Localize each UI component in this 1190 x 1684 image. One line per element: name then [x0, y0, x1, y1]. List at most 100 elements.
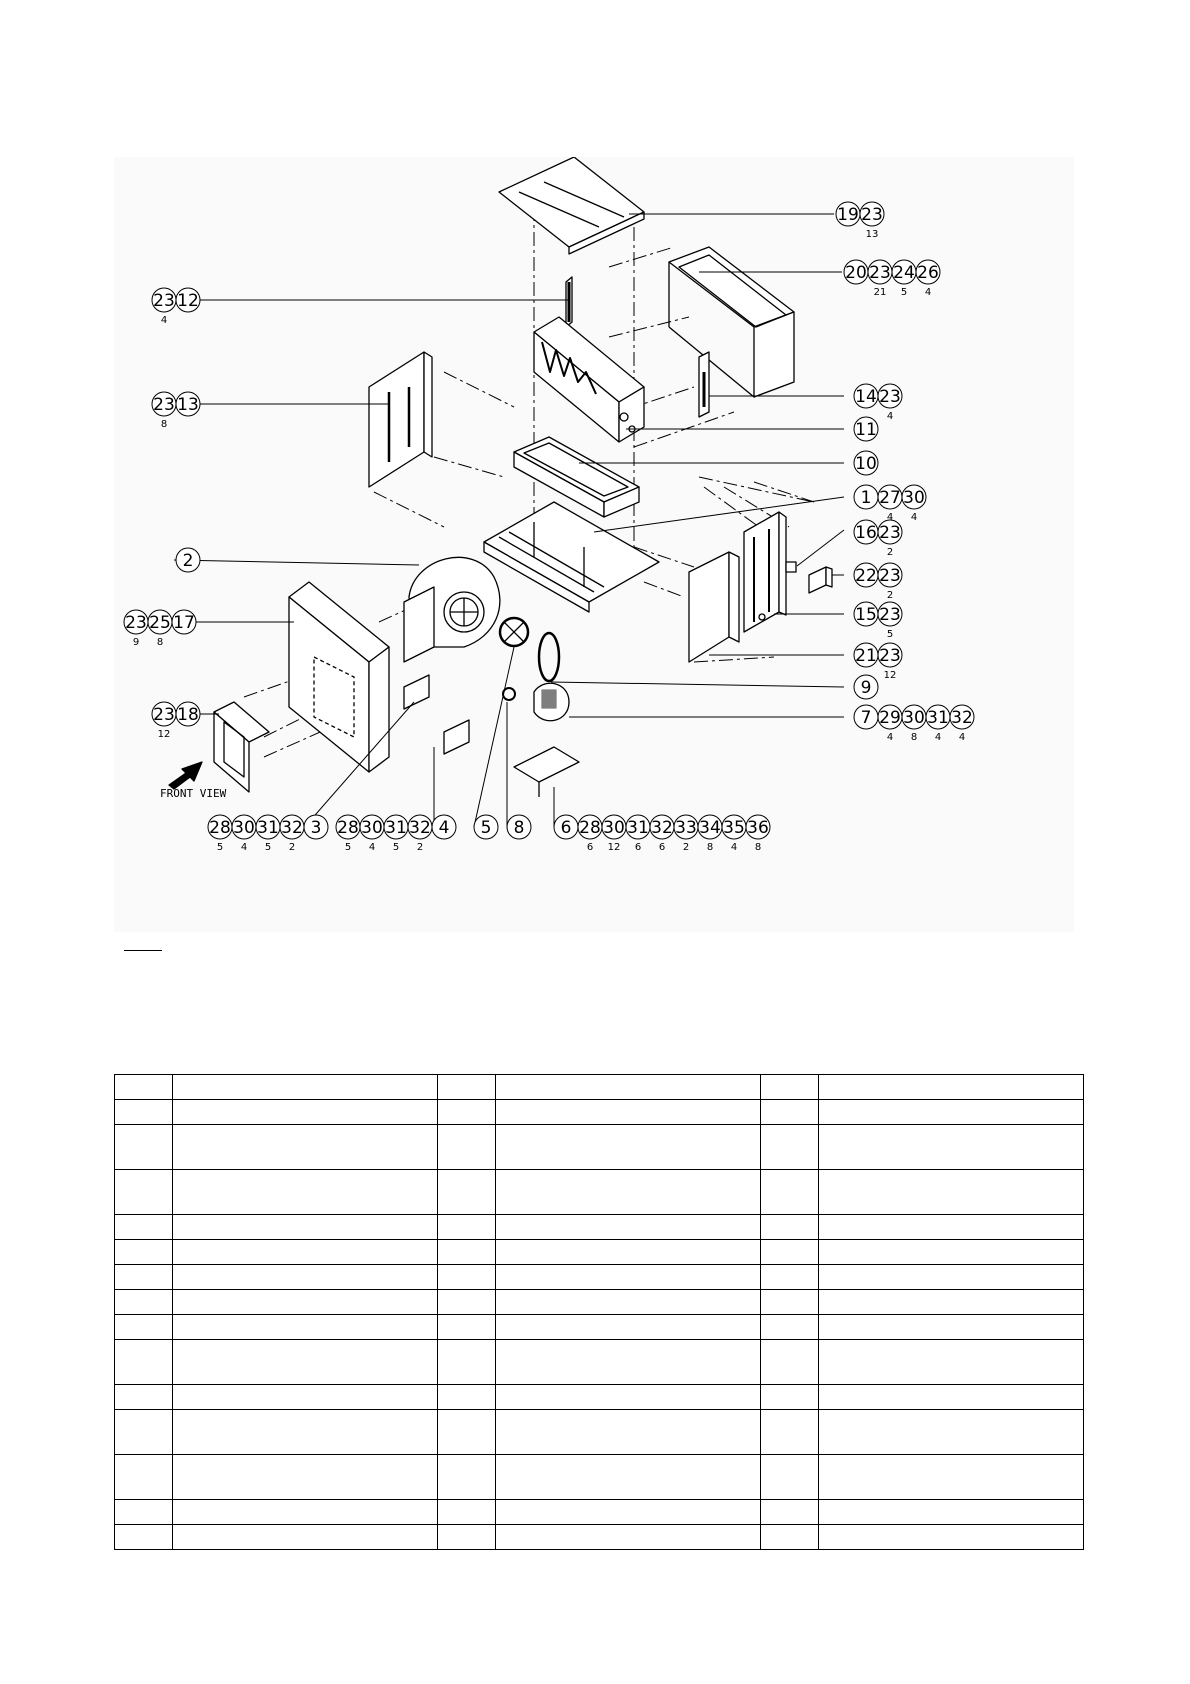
callout-group: 10: [853, 450, 879, 476]
callout-number: 28: [209, 818, 231, 838]
base-frame: [483, 501, 660, 613]
callout-number: 4: [439, 818, 450, 838]
callout-group: 2: [175, 547, 201, 573]
callout-number: 32: [651, 818, 673, 838]
callout-number: 8: [514, 818, 525, 838]
callout-number: 23: [879, 646, 901, 666]
description-cell: [818, 1289, 1084, 1315]
callout-number: 6: [561, 818, 572, 838]
item-number-cell: [760, 1384, 819, 1410]
table-row: [114, 1074, 1084, 1100]
table-row: [114, 1124, 1084, 1170]
item-number-cell: [760, 1409, 819, 1455]
parts-list-table: [114, 1074, 1084, 1550]
top-panel: [498, 157, 645, 255]
description-cell: [818, 1214, 1084, 1240]
callout-number: 30: [903, 708, 925, 728]
callout-group: 11: [853, 416, 879, 442]
item-number-cell: [760, 1169, 819, 1215]
callout-number: 11: [855, 420, 877, 440]
item-number-cell: [114, 1384, 173, 1410]
item-number-cell: [114, 1499, 173, 1525]
description-cell: [818, 1239, 1084, 1265]
description-cell: [172, 1124, 438, 1170]
callout-number: 31: [257, 818, 279, 838]
description-cell: [172, 1524, 438, 1550]
item-number-cell: [437, 1169, 496, 1215]
callout-circle: [877, 383, 903, 409]
callout-number: 34: [699, 818, 721, 838]
item-number-cell: [437, 1239, 496, 1265]
item-number-cell: [114, 1264, 173, 1290]
callout-number: 14: [855, 387, 877, 407]
callout-number: 32: [409, 818, 431, 838]
callout-quantity: 4: [887, 512, 893, 523]
callout-number: 9: [861, 678, 872, 698]
callout-number: 36: [747, 818, 769, 838]
callout-group: 9: [853, 674, 879, 700]
callout-number: 23: [125, 613, 147, 633]
description-cell: [172, 1169, 438, 1215]
callout-quantity: 12: [158, 729, 171, 740]
item-number-cell: [437, 1099, 496, 1125]
description-cell: [495, 1499, 761, 1525]
callout-number: 13: [177, 395, 199, 415]
item-number-cell: [437, 1499, 496, 1525]
item-number-cell: [437, 1264, 496, 1290]
description-cell: [818, 1074, 1084, 1100]
blower-housing: [403, 556, 501, 663]
callout-circle: [506, 814, 532, 840]
description-cell: [818, 1384, 1084, 1410]
callout-quantity: 5: [217, 842, 223, 853]
item-number-cell: [114, 1169, 173, 1215]
item-number-cell: [760, 1239, 819, 1265]
description-cell: [495, 1099, 761, 1125]
item-number-cell: [760, 1214, 819, 1240]
callout-circle: [853, 416, 879, 442]
callout-quantity: 4: [911, 512, 917, 523]
table-row: [114, 1289, 1084, 1315]
description-cell: [172, 1409, 438, 1455]
callout-number: 32: [281, 818, 303, 838]
item-number-cell: [760, 1099, 819, 1125]
callout-quantity: 2: [417, 842, 423, 853]
callout-number: 18: [177, 705, 199, 725]
callout-number: 29: [879, 708, 901, 728]
mounting-brackets: [403, 674, 470, 755]
callout-number: 26: [917, 263, 939, 283]
callout-quantity: 9: [133, 637, 139, 648]
description-cell: [495, 1214, 761, 1240]
callout-number: 5: [481, 818, 492, 838]
callout-number: 23: [879, 566, 901, 586]
table-row: [114, 1314, 1084, 1340]
callout-circle: [303, 814, 329, 840]
supply-flange: [213, 701, 270, 793]
callout-number: 25: [149, 613, 171, 633]
callout-quantity: 4: [925, 287, 931, 298]
callout-number: 23: [879, 387, 901, 407]
description-cell: [818, 1124, 1084, 1170]
description-cell: [818, 1409, 1084, 1455]
callout-number: 23: [153, 291, 175, 311]
item-number-cell: [114, 1409, 173, 1455]
description-cell: [172, 1264, 438, 1290]
item-number-cell: [760, 1074, 819, 1100]
callout-number: 21: [855, 646, 877, 666]
description-cell: [495, 1074, 761, 1100]
description-cell: [172, 1454, 438, 1500]
description-cell: [818, 1499, 1084, 1525]
callout-quantity: 2: [289, 842, 295, 853]
electrical-components: [785, 561, 833, 594]
callout-circle: [171, 609, 197, 635]
callout-quantity: 5: [345, 842, 351, 853]
callout-number: 23: [879, 523, 901, 543]
